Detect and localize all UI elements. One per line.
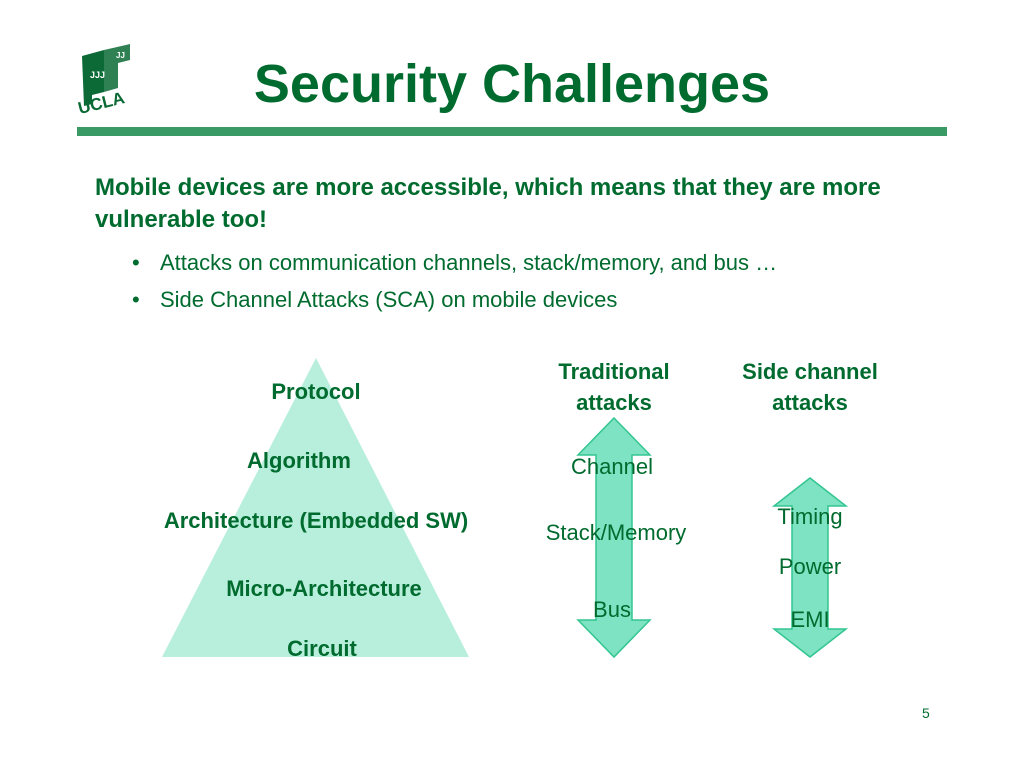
lead-text: Mobile devices are more accessible, whic… xyxy=(95,174,881,233)
bullet-item: •Side Channel Attacks (SCA) on mobile de… xyxy=(132,287,618,312)
traditional-item-stack-memory: Stack/Memory xyxy=(545,520,687,545)
pyramid-level-architecture: Architecture (Embedded SW) xyxy=(163,508,469,533)
pyramid-level-micro-architecture: Micro-Architecture xyxy=(226,576,422,601)
title-divider xyxy=(77,127,947,136)
side-channel-double-arrow xyxy=(771,477,849,658)
traditional-heading-line2: attacks xyxy=(576,390,652,415)
side-channel-heading-line1: Side channel xyxy=(742,359,878,384)
side-channel-item-timing: Timing xyxy=(777,504,843,529)
bullet-list: •Attacks on communication channels, stac… xyxy=(132,244,777,318)
side-channel-heading-line2: attacks xyxy=(772,390,848,415)
slide-title: Security Challenges xyxy=(253,54,771,114)
traditional-double-arrow xyxy=(576,416,652,659)
traditional-item-channel: Channel xyxy=(571,454,653,479)
traditional-item-bus: Bus xyxy=(593,597,631,622)
pyramid-shape xyxy=(162,358,469,657)
traditional-heading-line1: Traditional xyxy=(558,359,670,384)
bullet-item: •Attacks on communication channels, stac… xyxy=(132,250,778,275)
pyramid-level-circuit: Circuit xyxy=(287,636,357,661)
page-number: 5 xyxy=(922,705,930,721)
pyramid-level-algorithm: Algorithm xyxy=(247,448,351,473)
side-channel-item-emi: EMI xyxy=(790,607,830,632)
side-channel-item-power: Power xyxy=(778,554,842,579)
svg-text:JJJ: JJJ xyxy=(90,70,105,80)
svg-text:JJ: JJ xyxy=(116,51,125,60)
pyramid-level-protocol: Protocol xyxy=(271,379,361,404)
ucla-logo: UCLA JJJ JJ xyxy=(74,42,142,120)
